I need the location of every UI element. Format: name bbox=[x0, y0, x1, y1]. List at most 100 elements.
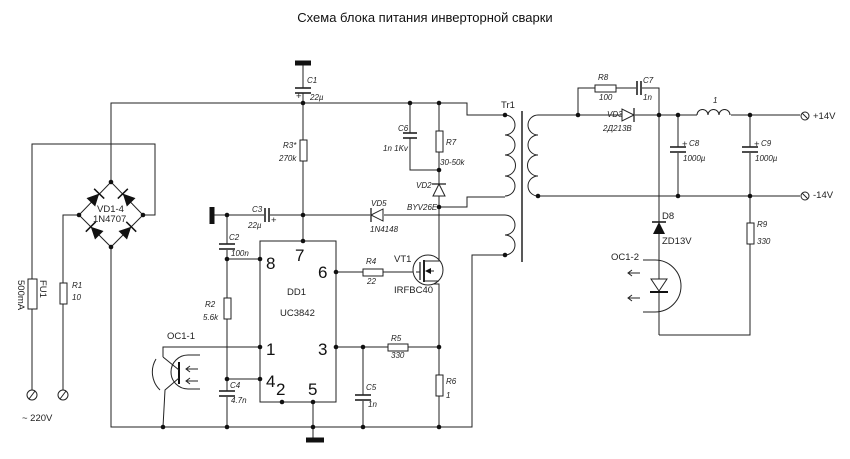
ic-dd1: DD1 UC3842 8 7 6 1 3 4 2 5 bbox=[259, 240, 337, 403]
c4-value: 4.7n bbox=[231, 396, 247, 405]
capacitor-c7 bbox=[636, 80, 642, 96]
fu1-value: 500mA bbox=[15, 280, 26, 311]
c9-value: 1000µ bbox=[755, 154, 778, 163]
vd5-value: 1N4148 bbox=[370, 225, 399, 234]
pin-6: 6 bbox=[318, 263, 327, 282]
pin-1: 1 bbox=[266, 340, 275, 359]
capacitors: + + + + bbox=[218, 80, 760, 401]
capacitor-c9 bbox=[741, 146, 759, 153]
r1-value: 10 bbox=[72, 293, 81, 302]
r8-ref: R8 bbox=[598, 73, 609, 82]
c9-polarity: + bbox=[754, 139, 760, 150]
c7-ref: C7 bbox=[643, 76, 654, 85]
r2-ref: R2 bbox=[205, 300, 216, 309]
oc1-1-label: OC1-1 bbox=[167, 331, 195, 342]
oc1-2-label: OC1-2 bbox=[611, 252, 639, 263]
r1-ref: R1 bbox=[72, 281, 82, 290]
r4-value: 22 bbox=[366, 277, 376, 286]
r9-value: 330 bbox=[757, 237, 771, 246]
c8-value: 1000µ bbox=[683, 154, 706, 163]
c8-ref: C8 bbox=[689, 139, 700, 148]
d8-ref: D8 bbox=[662, 211, 674, 222]
resistor-r6 bbox=[435, 374, 444, 397]
resistor-r1 bbox=[59, 282, 68, 305]
c5-ref: C5 bbox=[366, 383, 377, 392]
ground-symbols bbox=[209, 60, 324, 443]
input-voltage-label: ~ 220V bbox=[22, 413, 53, 424]
capacitor-c6 bbox=[402, 132, 418, 139]
optocoupler-oc1-1: OC1-1 bbox=[151, 331, 200, 428]
diode-vd2 bbox=[431, 183, 447, 197]
c3-ref: C3 bbox=[252, 205, 263, 214]
terminal-ac-2[interactable] bbox=[57, 389, 69, 401]
c2-ref: C2 bbox=[229, 233, 240, 242]
c3-value: 22µ bbox=[247, 221, 262, 230]
output-plus-label: +14V bbox=[813, 111, 836, 122]
c8-polarity: + bbox=[682, 139, 688, 150]
capacitor-c1 bbox=[294, 87, 312, 94]
terminal-minus-14v[interactable] bbox=[800, 191, 810, 201]
c7-value: 1n bbox=[643, 93, 652, 102]
transformer-tr1: Tr1 bbox=[501, 100, 539, 262]
c5-value: 1n bbox=[368, 400, 377, 409]
capacitor-c8 bbox=[669, 146, 687, 153]
vd2-ref: VD2 bbox=[416, 181, 432, 190]
diode-vd3 bbox=[621, 107, 635, 123]
resistor-r7 bbox=[435, 130, 444, 153]
c6-ref: C6 bbox=[398, 124, 409, 133]
c1-ref: C1 bbox=[307, 76, 317, 85]
dd1-ref: DD1 bbox=[287, 287, 306, 298]
terminal-ac-1[interactable] bbox=[26, 389, 38, 401]
r3-ref: R3* bbox=[283, 141, 297, 150]
diagram-title: Схема блока питания инверторной сварки bbox=[297, 10, 553, 25]
zener-d8 bbox=[651, 221, 667, 235]
vd3-ref: VD3 bbox=[607, 110, 623, 119]
pin-2: 2 bbox=[276, 380, 285, 399]
output-minus-label: -14V bbox=[813, 190, 834, 201]
dd1-part: UC3842 bbox=[280, 308, 315, 319]
r5-ref: R5 bbox=[391, 334, 402, 343]
pin-3: 3 bbox=[318, 340, 327, 359]
r5-value: 330 bbox=[391, 351, 405, 360]
c6-value: 1n 1Kv bbox=[383, 144, 409, 153]
tr1-label: Tr1 bbox=[501, 100, 515, 111]
component-labels: FU1 500mA R1 10 VD1-4 1N4707 C1 22µ R3* … bbox=[15, 73, 778, 409]
r6-value: 1 bbox=[446, 391, 450, 400]
c4-ref: C4 bbox=[230, 381, 241, 390]
terminal-plus-14v[interactable] bbox=[800, 111, 810, 121]
pin-7: 7 bbox=[295, 246, 304, 265]
vd5-ref: VD5 bbox=[371, 199, 387, 208]
r3-value: 270k bbox=[278, 154, 297, 163]
terminals: ~ 220V +14V -14V bbox=[22, 111, 836, 424]
r2-value: 5.6k bbox=[203, 313, 219, 322]
wires bbox=[31, 64, 800, 438]
capacitor-c3 bbox=[264, 207, 270, 223]
optocoupler-oc1-2: OC1-2 bbox=[611, 252, 682, 313]
r7-ref: R7 bbox=[446, 138, 457, 147]
resistor-r2 bbox=[223, 297, 232, 320]
vd2-value: BYV26E bbox=[407, 203, 438, 212]
capacitor-c4 bbox=[218, 390, 236, 397]
resistor-r3 bbox=[299, 139, 308, 162]
vt1-ref: VT1 bbox=[394, 254, 411, 265]
resistor-r5 bbox=[387, 343, 409, 352]
mosfet-vt1 bbox=[412, 240, 444, 286]
l1-label: 1 bbox=[713, 96, 717, 105]
r6-ref: R6 bbox=[446, 377, 457, 386]
capacitor-c2 bbox=[218, 243, 236, 250]
resistor-r4 bbox=[362, 268, 384, 277]
resistor-r8 bbox=[594, 84, 617, 93]
pin-4: 4 bbox=[266, 372, 275, 391]
r9-ref: R9 bbox=[757, 220, 768, 229]
diode-vd5 bbox=[370, 207, 384, 223]
d8-value: ZD13V bbox=[662, 236, 692, 247]
pin-8: 8 bbox=[266, 254, 275, 273]
fuse-fu1 bbox=[27, 278, 38, 310]
capacitor-c5 bbox=[354, 394, 372, 401]
inductor-l1: 1 bbox=[696, 96, 731, 116]
vt1-value: IRFBC40 bbox=[394, 285, 433, 296]
bridge-value: 1N4707 bbox=[93, 214, 126, 225]
r8-value: 100 bbox=[599, 93, 613, 102]
c1-value: 22µ bbox=[309, 93, 324, 102]
